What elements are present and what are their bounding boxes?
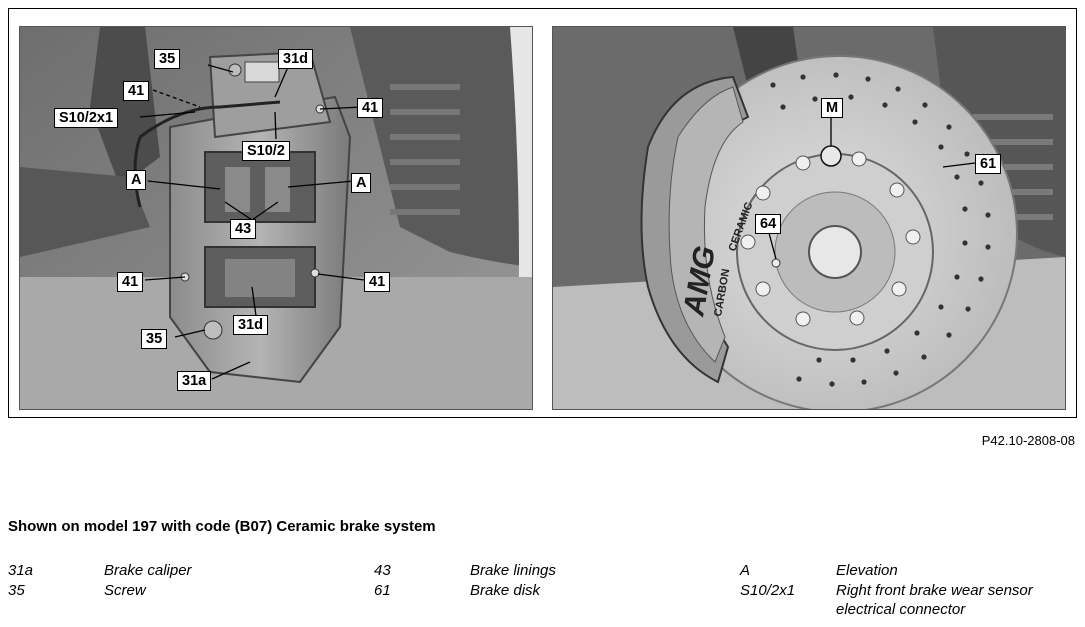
legend-item: 43 Brake linings [374, 561, 714, 581]
legend-item: S10/2x1 Right front brake wear sensor [740, 581, 1080, 601]
legend-desc: Screw [104, 581, 146, 599]
callout-61: 61 [975, 154, 1002, 174]
legend-code: 31a [8, 562, 34, 579]
legend-column-2: 43 Brake linings 61 Brake disk [374, 561, 714, 600]
legend-desc: Elevation [836, 562, 898, 579]
callout-s10-2x1: S10/2x1 [54, 108, 119, 128]
callout-screw-bottom: 35 [141, 329, 168, 349]
photo-brake-caliper: 35 31d 41 41 S10/2x1 S10/2 A A 43 41 41 … [19, 26, 533, 410]
brake-caliper-illustration [20, 27, 532, 409]
legend-code: S10/2x1 [740, 581, 796, 599]
callout-s10-2: S10/2 [242, 141, 290, 161]
callout-43: 43 [230, 219, 257, 239]
callout-screw-top: 35 [154, 49, 181, 69]
legend-code: 43 [374, 562, 391, 579]
callout-31d-top: 31d [278, 49, 313, 69]
legend-item: 31a Brake caliper [8, 561, 348, 581]
legend-item: A Elevation [740, 561, 1080, 581]
callout-m: M [821, 98, 844, 118]
legend-code: 61 [374, 581, 391, 599]
figure-reference: P42.10-2808-08 [981, 433, 1075, 448]
callout-a-left: A [126, 170, 147, 190]
callout-41-upper-right: 41 [357, 98, 384, 118]
figure-caption: Shown on model 197 with code (B07) Ceram… [8, 518, 436, 535]
legend-item: 35 Screw [8, 581, 348, 601]
callout-41-upper-left: 41 [123, 81, 150, 101]
callout-41-lower-right: 41 [364, 272, 391, 292]
legend-column-1: 31a Brake caliper 35 Screw [8, 561, 348, 600]
legend-desc: Brake linings [470, 562, 556, 579]
photo-brake-disk: AMG CARBON CERAMIC M 61 64 [552, 26, 1066, 410]
legend-code: 35 [8, 581, 25, 599]
callout-31d-bottom: 31d [233, 315, 268, 335]
callout-a-right: A [351, 173, 372, 193]
figure-frame: 35 31d 41 41 S10/2x1 S10/2 A A 43 41 41 … [8, 8, 1077, 418]
callout-64: 64 [755, 214, 782, 234]
legend-desc: Right front brake wear sensor [836, 581, 1033, 599]
legend-desc: electrical connector [836, 601, 966, 618]
callout-31a: 31a [177, 371, 212, 391]
legend-column-3: A Elevation S10/2x1 Right front brake we… [740, 561, 1080, 620]
callout-41-lower-left: 41 [117, 272, 144, 292]
legend-item: electrical connector [740, 600, 1080, 620]
legend-item: 61 Brake disk [374, 581, 714, 601]
legend-desc: Brake disk [470, 581, 541, 599]
brake-disk-illustration: AMG CARBON CERAMIC [553, 27, 1065, 409]
legend-desc: Brake caliper [104, 562, 192, 579]
legend-code: A [740, 562, 751, 579]
